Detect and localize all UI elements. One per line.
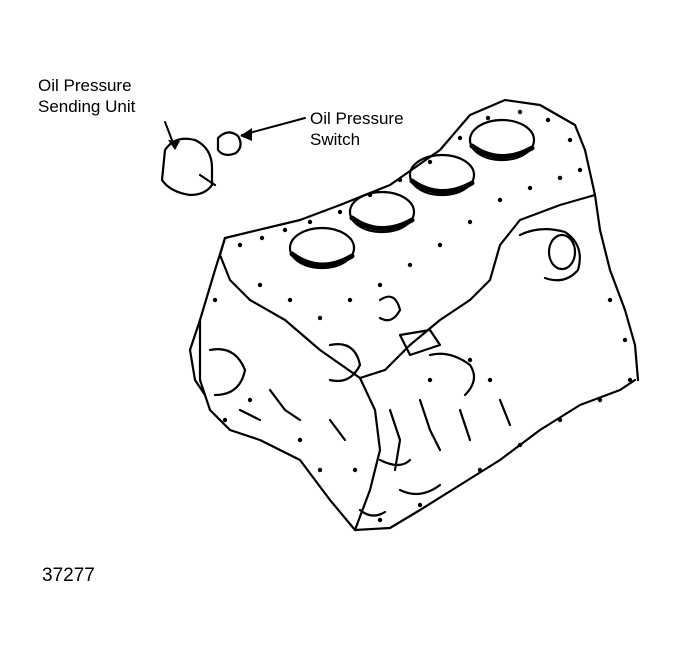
oil-switch-label: Oil Pressure Switch bbox=[310, 108, 404, 150]
side-port bbox=[518, 228, 581, 282]
sending-unit bbox=[160, 137, 214, 197]
cylinder-bore-3 bbox=[408, 153, 476, 197]
leader-switch bbox=[241, 117, 306, 136]
sending-unit-label-line-1: Oil Pressure bbox=[38, 76, 132, 95]
oil-switch-label-line-1: Oil Pressure bbox=[310, 109, 404, 128]
oil-switch bbox=[216, 131, 242, 157]
block-front-edge bbox=[188, 318, 207, 397]
block-front-face bbox=[198, 236, 637, 532]
block-right-face bbox=[593, 193, 640, 382]
oil-switch-label-line-2: Switch bbox=[310, 130, 361, 149]
block-top-deck bbox=[218, 98, 597, 380]
sending-unit-label: Oil Pressure Sending Unit bbox=[38, 75, 135, 117]
sending-unit-label-line-2: Sending Unit bbox=[38, 97, 136, 116]
cylinder-bore-2 bbox=[348, 190, 416, 234]
block-lower-edge bbox=[353, 376, 382, 532]
cylinder-bore-1 bbox=[288, 226, 356, 270]
figure-number: 37277 bbox=[42, 565, 95, 586]
cylinder-bore-4 bbox=[468, 118, 536, 162]
